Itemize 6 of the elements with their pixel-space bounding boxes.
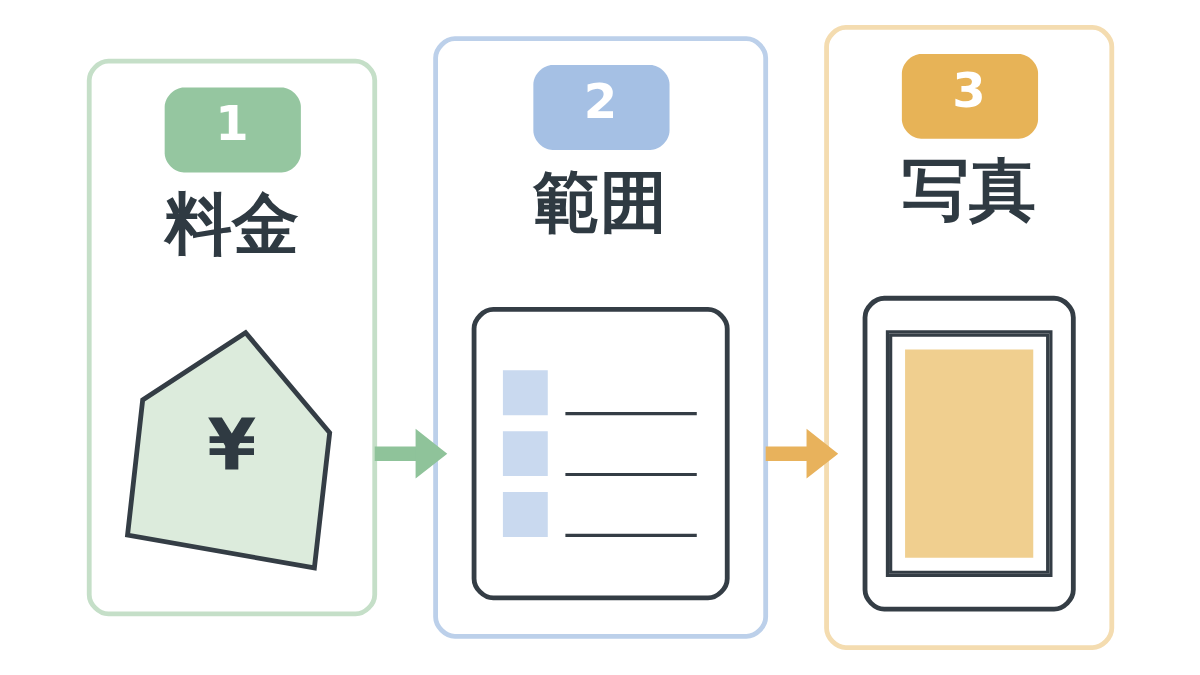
arrow	[765, 428, 838, 479]
node-picture	[471, 307, 730, 601]
arrow	[374, 428, 447, 479]
cluster: 3 写真	[823, 25, 1114, 650]
cluster: 2 範囲	[432, 36, 768, 639]
node-picture	[862, 295, 1076, 612]
